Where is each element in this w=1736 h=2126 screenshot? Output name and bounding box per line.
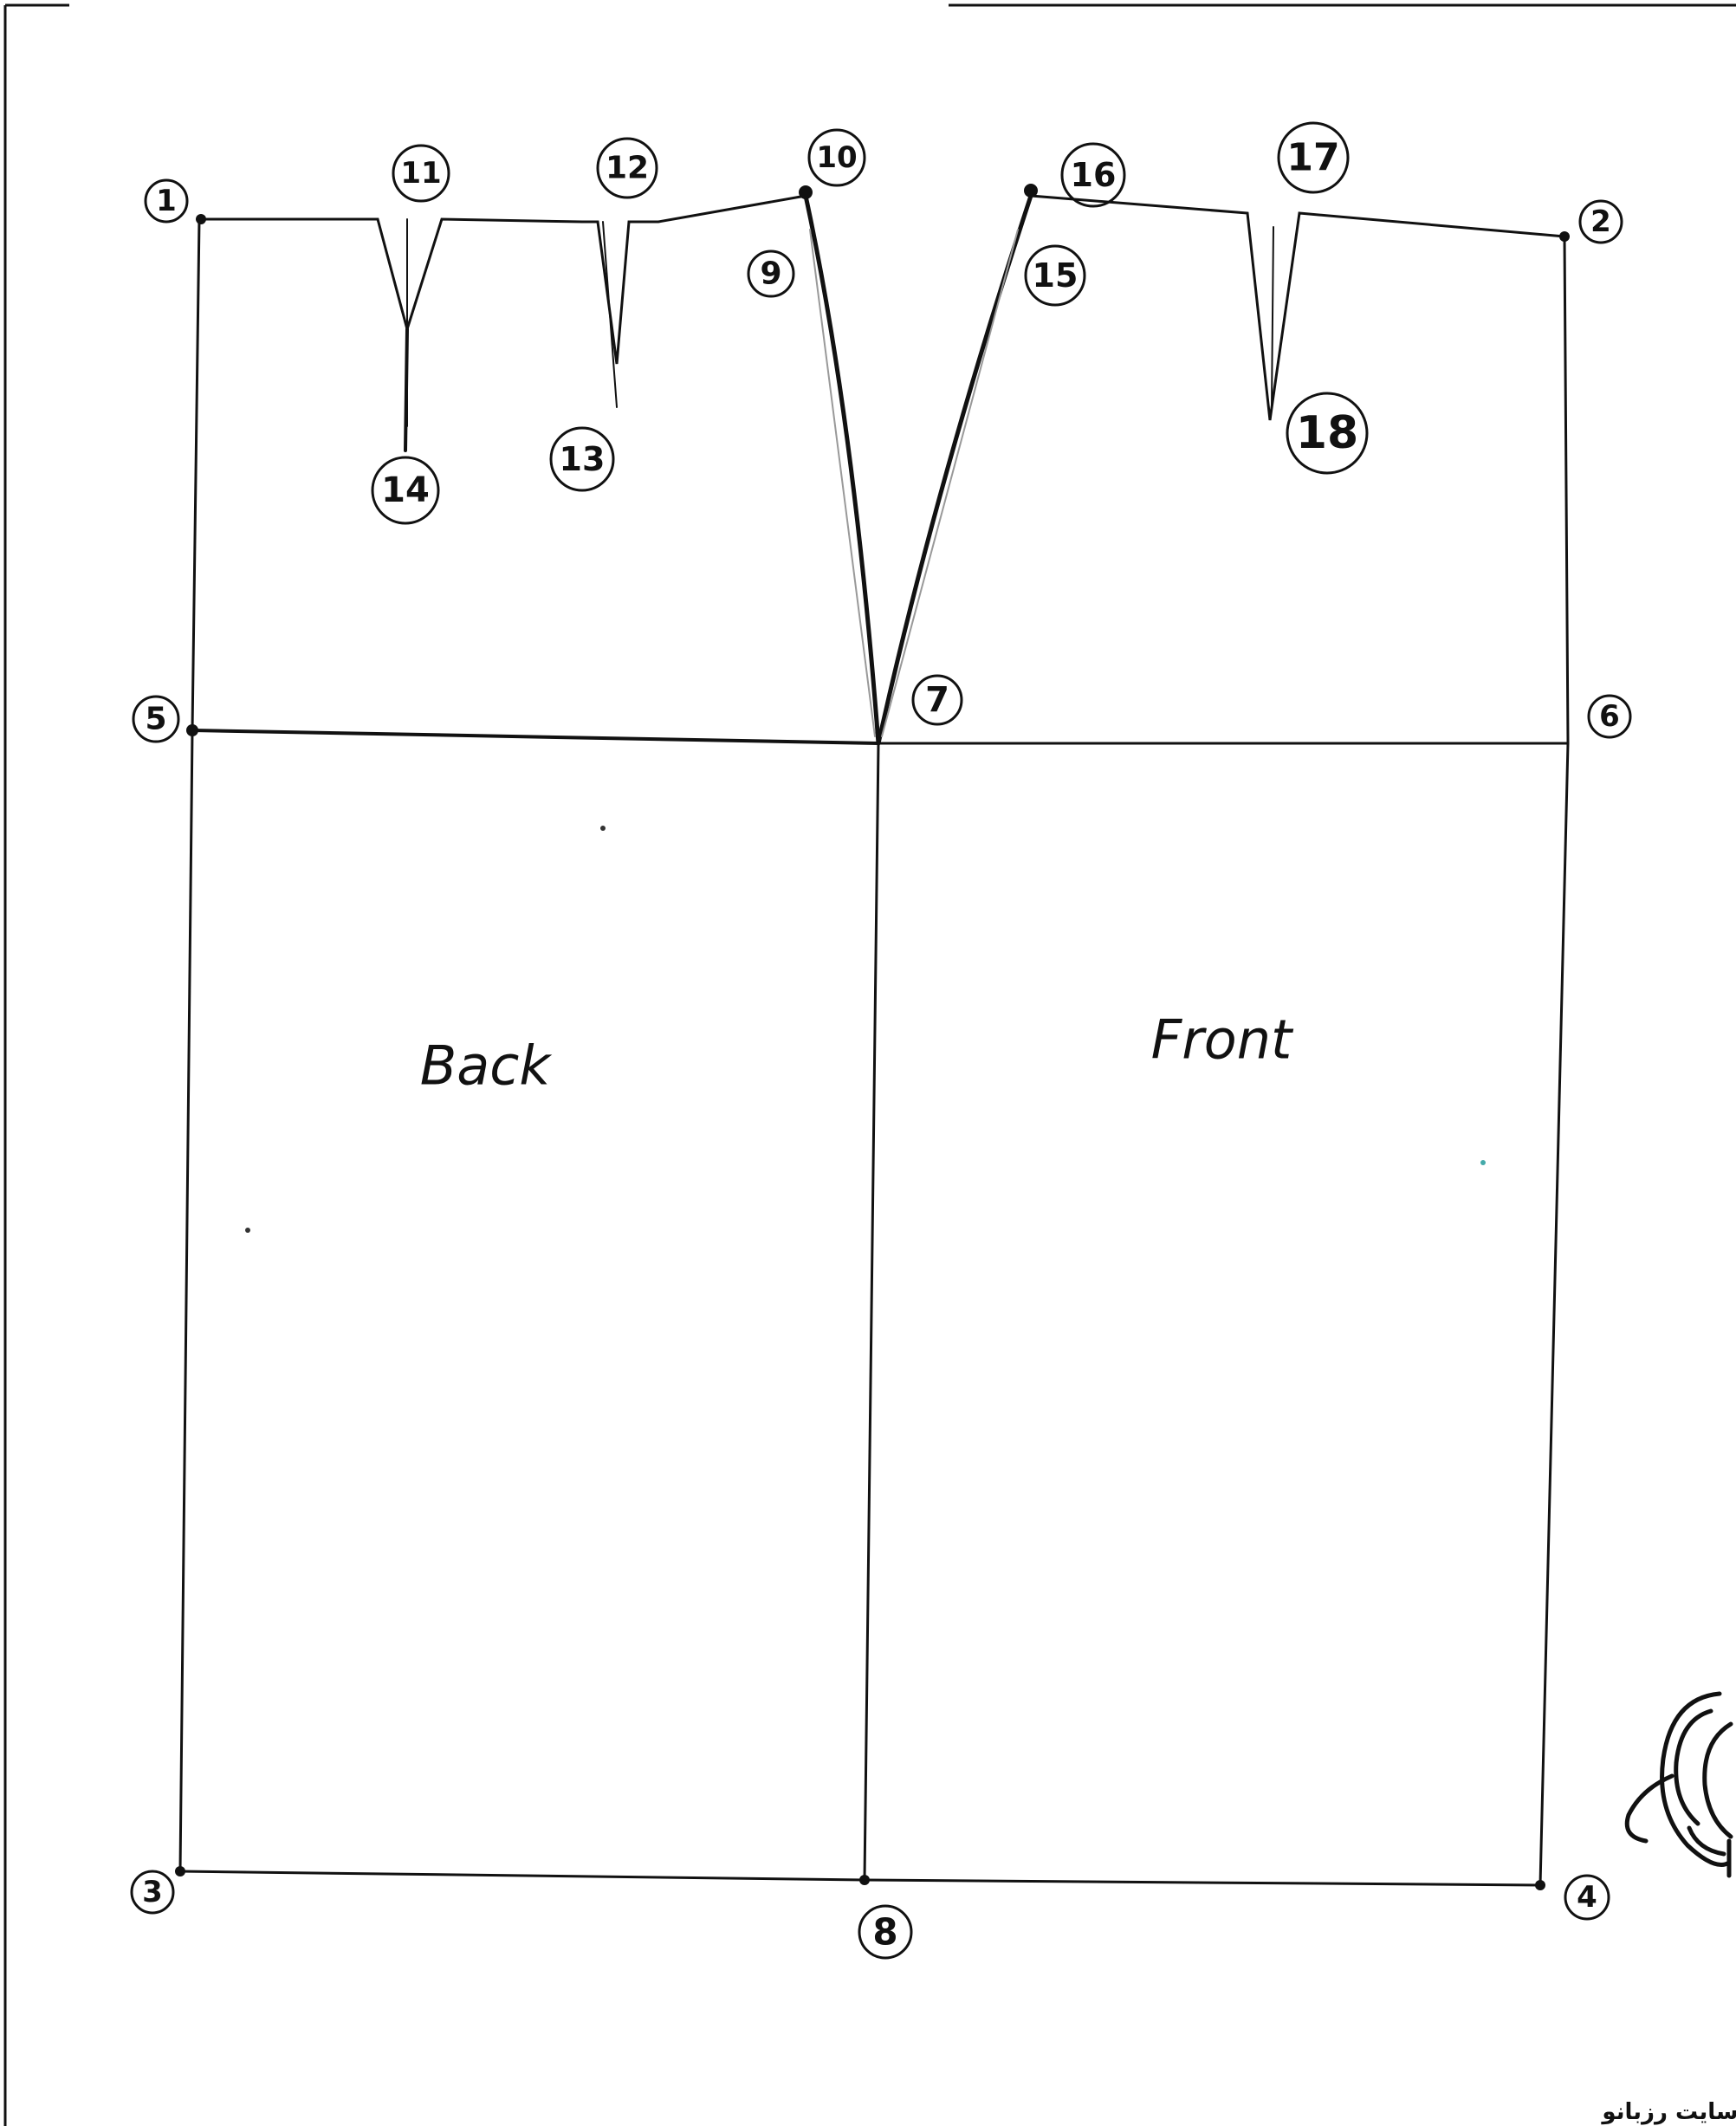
svg-text:15: 15 (1033, 256, 1079, 295)
label-10: 10 (807, 128, 866, 187)
label-17: 17 (1277, 121, 1350, 194)
hair-silhouette-icon (1624, 1691, 1733, 1878)
site-logo-text: سایت رزبانو (1600, 2099, 1736, 2125)
line-1-5 (191, 217, 201, 732)
label-8: 8 (858, 1904, 913, 1960)
label-15: 15 (1024, 244, 1086, 307)
label-18: 18 (1286, 392, 1369, 475)
svg-text:12: 12 (606, 151, 649, 186)
dot-8 (859, 1875, 870, 1885)
line-2-6 (1563, 235, 1570, 745)
dot-3 (175, 1866, 185, 1876)
line-8-4 (863, 1878, 1542, 1887)
label-9: 9 (747, 250, 795, 298)
label-6: 6 (1587, 694, 1632, 739)
dot-1 (196, 214, 206, 224)
dot-16 (1024, 184, 1038, 198)
dot-4 (1535, 1880, 1545, 1890)
label-13: 13 (549, 426, 615, 492)
line-5-3 (178, 729, 194, 1873)
label-4: 4 (1564, 1874, 1610, 1921)
svg-text:10: 10 (816, 140, 857, 175)
dot-2 (1559, 231, 1570, 242)
svg-text:6: 6 (1599, 699, 1620, 734)
line-7-8 (863, 742, 880, 1882)
point-markers (175, 184, 1570, 1890)
site-logo: سایت رزبانو (1600, 1691, 1736, 2125)
dart-12-13-center (602, 221, 618, 408)
front-waistline (1029, 194, 1566, 421)
svg-text:8: 8 (872, 1911, 897, 1954)
pattern-outline (178, 193, 1570, 1887)
label-12: 12 (596, 137, 658, 199)
svg-text:13: 13 (560, 440, 606, 478)
page-frame (3, 3, 1736, 2126)
label-14: 14 (371, 456, 440, 525)
svg-text:17: 17 (1286, 136, 1339, 180)
svg-text:3: 3 (142, 1875, 163, 1909)
ink-specks (245, 826, 1486, 1233)
back-side-seam (803, 193, 881, 746)
label-16: 16 (1060, 142, 1126, 208)
front-panel-label: Front (1151, 1008, 1294, 1072)
back-side-seam-guide (809, 229, 876, 737)
svg-text:1: 1 (156, 184, 177, 218)
back-panel-label: Back (420, 1034, 553, 1098)
svg-text:4: 4 (1577, 1880, 1597, 1915)
label-3: 3 (130, 1870, 175, 1915)
label-1: 1 (144, 178, 189, 224)
label-2: 2 (1578, 199, 1623, 244)
line-5-7 (191, 729, 880, 745)
point-labels: 1 2 3 4 5 6 7 8 (130, 121, 1632, 1960)
svg-text:16: 16 (1071, 156, 1117, 194)
svg-text:7: 7 (925, 680, 949, 720)
svg-text:5: 5 (145, 702, 166, 737)
dart-14-extension (404, 327, 409, 452)
svg-text:18: 18 (1296, 407, 1358, 459)
front-side-seam-guide (881, 229, 1019, 737)
dart-17-18-center (1271, 226, 1274, 408)
svg-text:14: 14 (381, 470, 430, 510)
label-7: 7 (911, 674, 963, 726)
line-3-8 (178, 1870, 866, 1882)
label-5: 5 (132, 695, 180, 743)
line-6-4 (1538, 742, 1570, 1887)
label-11: 11 (392, 144, 450, 203)
svg-text:2: 2 (1590, 204, 1611, 239)
svg-text:11: 11 (400, 156, 441, 191)
dot-5 (186, 724, 198, 736)
back-waistline (198, 194, 807, 365)
dot-10 (799, 185, 813, 199)
svg-text:9: 9 (760, 256, 781, 292)
